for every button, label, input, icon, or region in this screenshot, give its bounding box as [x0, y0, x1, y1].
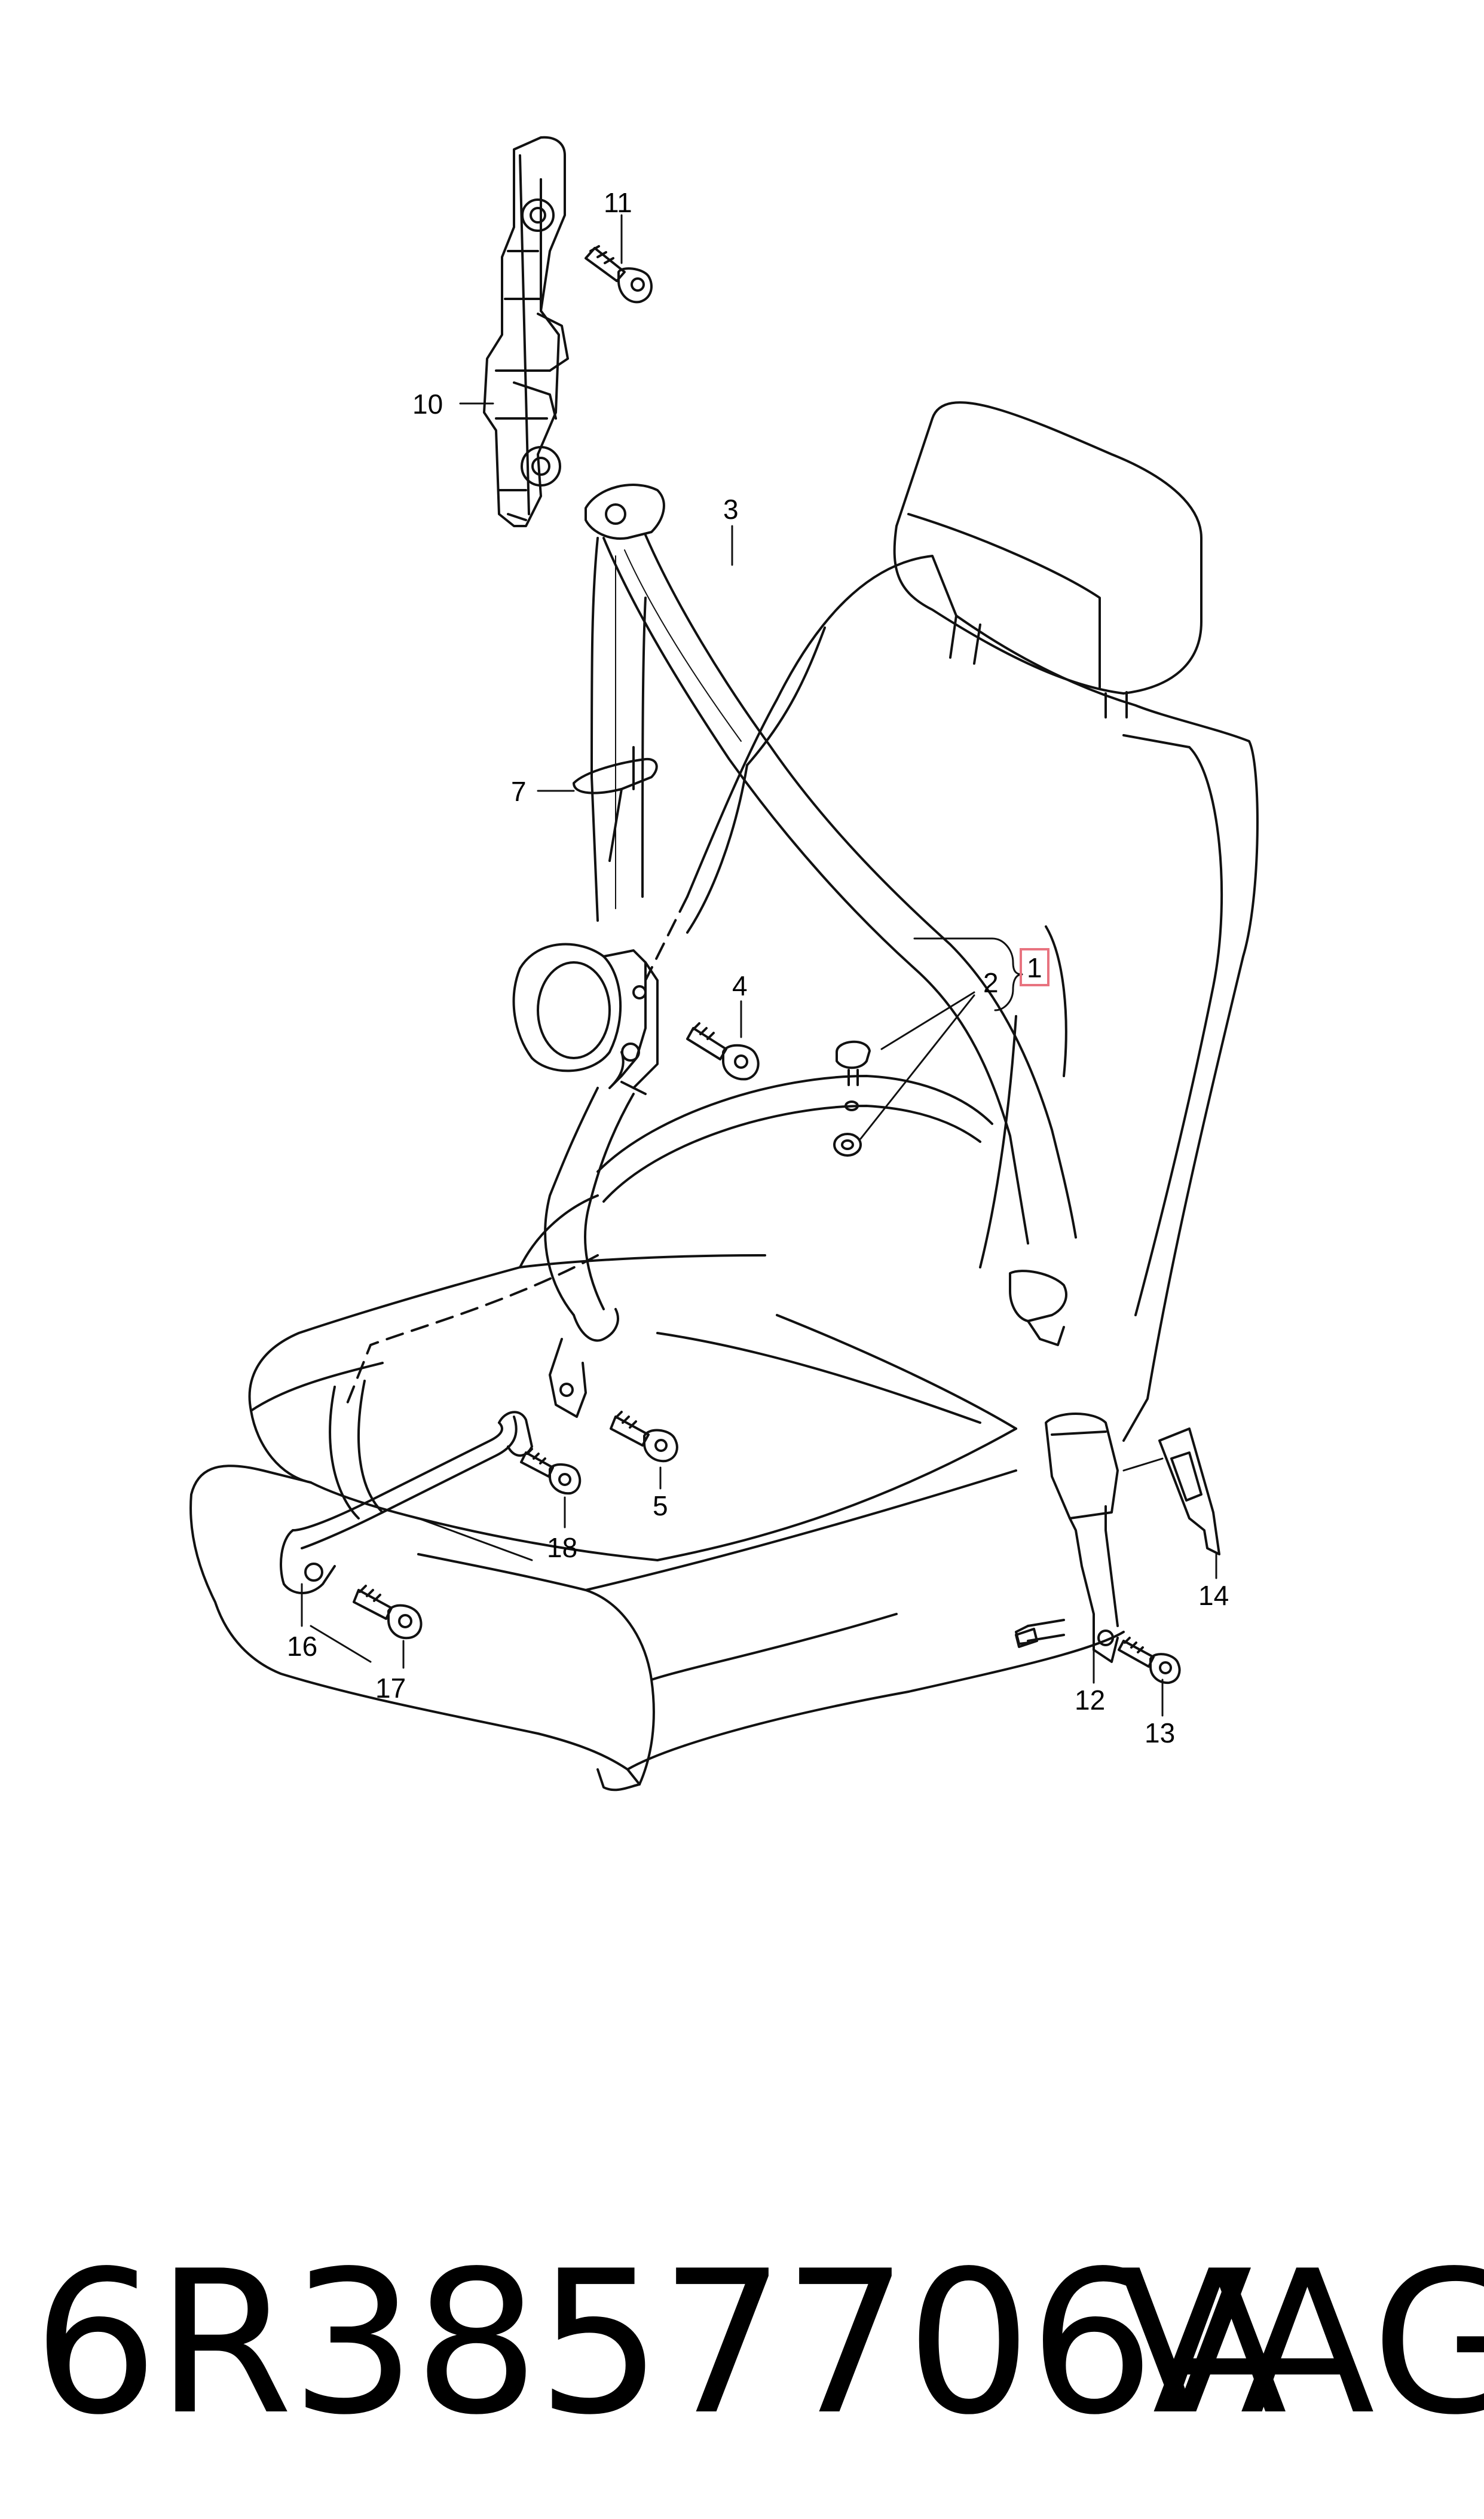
retractor — [512, 943, 622, 1072]
callout-1: 1 — [1027, 952, 1042, 983]
seat-belt-webbing — [512, 484, 1077, 1463]
fastener-2 — [833, 1040, 871, 1157]
seat-back — [776, 555, 1259, 1442]
callout-12: 12 — [1075, 1685, 1105, 1716]
buckle-assembly — [1015, 1413, 1220, 1685]
callout-18: 18 — [547, 1532, 577, 1563]
side-anchor-cable — [280, 1380, 582, 1640]
callout-5: 5 — [653, 1490, 668, 1521]
seat-belt-exploded-diagram: 11 10 3 7 4 1 2 5 18 16 17 12 13 14 — [189, 136, 1259, 1792]
callout-1-highlight — [1020, 948, 1049, 986]
callout-10: 10 — [412, 389, 443, 420]
callout-4: 4 — [732, 970, 748, 1001]
callout-14: 14 — [1198, 1580, 1229, 1611]
callout-17: 17 — [375, 1673, 406, 1704]
callout-16: 16 — [287, 1631, 317, 1662]
brand-name: VAG — [1118, 2228, 1484, 2458]
bolt-11 — [585, 247, 626, 282]
callout-7: 7 — [511, 776, 527, 807]
callout-labels: 11 10 3 7 4 1 2 5 18 16 17 12 13 14 — [287, 187, 1229, 1748]
headrest — [893, 401, 1203, 695]
part-number: 6R3857706A — [33, 2228, 1287, 2458]
callout-3: 3 — [723, 494, 739, 525]
seat-outline — [189, 401, 1259, 1792]
callout-13: 13 — [1145, 1717, 1175, 1748]
belt-guide-7 — [573, 757, 658, 794]
seat-cushion — [189, 1266, 641, 1786]
callout-11: 11 — [604, 187, 632, 218]
callout-2: 2 — [983, 967, 999, 998]
